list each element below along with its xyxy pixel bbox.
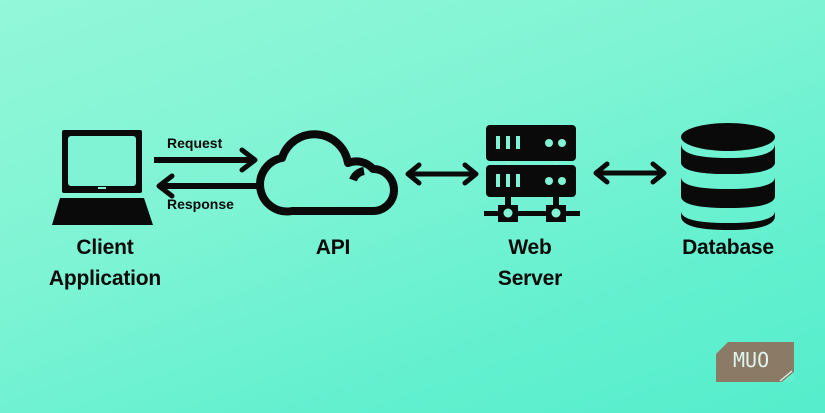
database-label-line1: Database (682, 236, 774, 259)
client-label-line1: Client (76, 236, 134, 259)
laptop-icon (52, 130, 153, 225)
webserver-label-line2: Server (497, 267, 563, 290)
webserver-label-line1: Web (508, 236, 552, 259)
database-icon (681, 123, 775, 230)
api-label: API (293, 232, 373, 263)
database-label: Database (668, 232, 788, 263)
api-label-line1: API (315, 236, 351, 259)
webserver-database-arrow (593, 161, 667, 185)
request-arrow (154, 147, 258, 173)
muo-watermark-text: MUO (733, 348, 770, 372)
client-label-line2: Application (48, 267, 162, 290)
client-label: Client Application (30, 232, 180, 294)
response-label: Response (167, 196, 234, 212)
server-rack-icon (484, 125, 580, 222)
muo-watermark-logo (716, 342, 794, 382)
webserver-label: Web Server (480, 232, 580, 294)
response-arrow (156, 173, 260, 199)
cloud-icon (256, 130, 398, 216)
request-label: Request (167, 135, 223, 151)
api-webserver-arrow (405, 162, 479, 186)
